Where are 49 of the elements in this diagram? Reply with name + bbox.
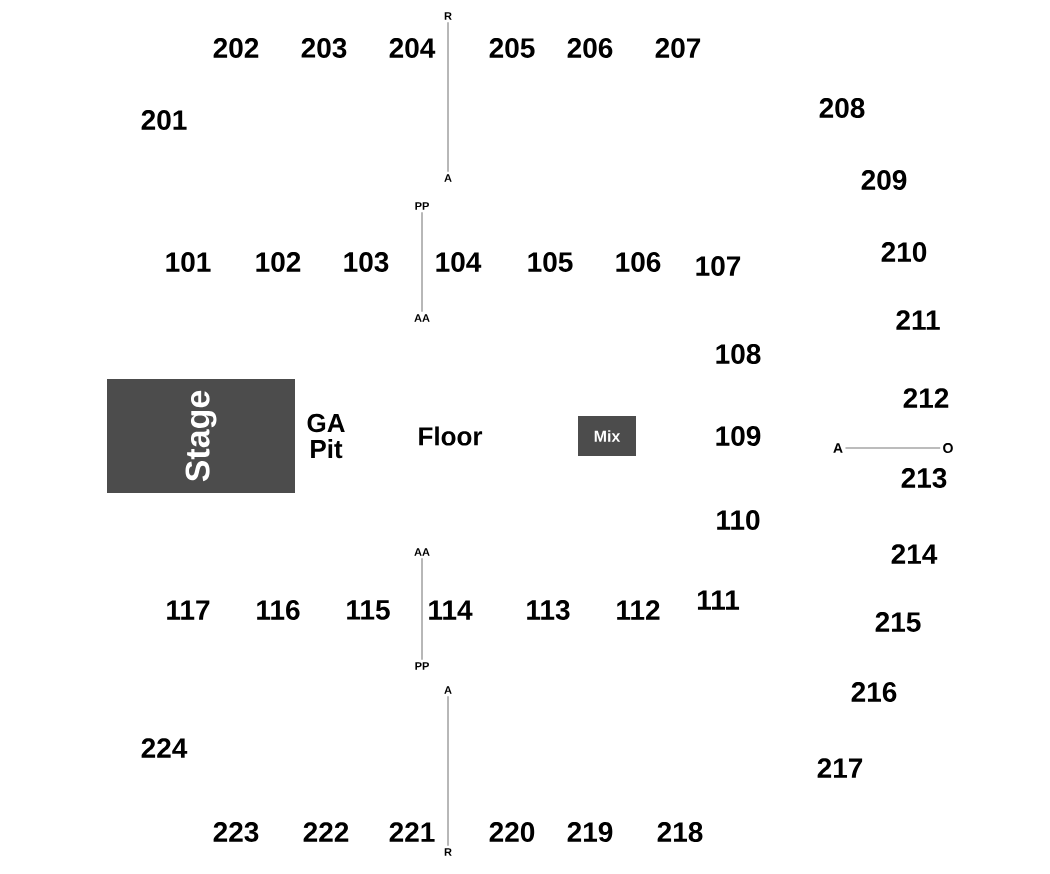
section-number: 214: [891, 544, 938, 564]
section-number: 107: [696, 256, 741, 276]
section-number: 102: [256, 252, 301, 272]
section-number: 219: [567, 822, 613, 842]
row-line: [421, 557, 423, 661]
section-number: 116: [257, 600, 300, 620]
section-number: 202: [213, 38, 259, 58]
section-number: 216: [851, 682, 897, 702]
section-number: 209: [861, 170, 907, 190]
section-number: 103: [344, 252, 389, 272]
section-number: 105: [528, 252, 573, 272]
section-number: 223: [213, 822, 259, 842]
row-line: [421, 211, 423, 313]
section-number: 204: [389, 38, 436, 58]
stage-box: Stage: [107, 379, 295, 493]
section-number: 110: [717, 510, 760, 530]
section-number: 206: [567, 38, 613, 58]
section-number: 217: [817, 758, 863, 778]
section-number: 114: [429, 600, 473, 620]
section-number: 203: [301, 38, 347, 58]
section-number: 205: [489, 38, 535, 58]
section-number: 212: [903, 388, 949, 408]
row-line: [447, 21, 449, 173]
section-number: 210: [881, 242, 927, 262]
section-number: 111: [697, 590, 740, 610]
section-number: 104: [436, 252, 482, 272]
section-number: 215: [875, 612, 921, 632]
section-number: 109: [716, 426, 761, 446]
mix-box: Mix: [578, 416, 636, 456]
section-number: 218: [657, 822, 703, 842]
row-line: [844, 447, 941, 449]
section-number: 207: [655, 38, 701, 58]
section-number: 208: [819, 98, 865, 118]
section-number: 112: [617, 600, 660, 620]
section-number: 201: [141, 110, 187, 130]
row-line: [447, 695, 449, 847]
section-number: 220: [489, 822, 535, 842]
section-number: 101: [166, 252, 211, 272]
section-number: 108: [716, 344, 761, 364]
section-number: 113: [527, 600, 570, 620]
section-number: 211: [896, 310, 940, 330]
section-number: 222: [303, 822, 349, 842]
section-number: 224: [141, 738, 188, 758]
section-number: 117: [167, 600, 210, 620]
section-number: 115: [347, 600, 390, 620]
section-number: 221: [389, 822, 435, 842]
area-label: Floor: [419, 426, 483, 446]
section-number: 213: [901, 468, 947, 488]
section-number: 106: [616, 252, 661, 272]
